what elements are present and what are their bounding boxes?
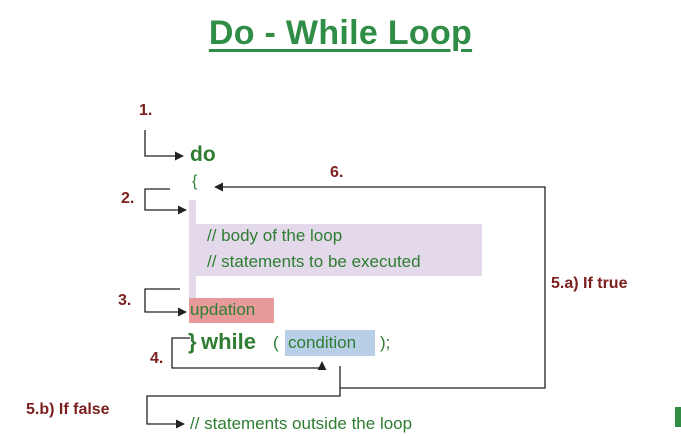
body-highlight-bottom — [189, 276, 196, 298]
diagram-title: Do - While Loop — [208, 14, 473, 52]
code-updation: updation — [190, 300, 256, 319]
updation-highlight — [189, 298, 274, 323]
code-statements-comment: // statements to be executed — [207, 252, 421, 271]
step-6-label: 6. — [330, 164, 344, 181]
arrow-step-2 — [144, 188, 187, 215]
code-outside-comment: // statements outside the loop — [190, 414, 413, 433]
step-4-label: 4. — [150, 350, 164, 367]
code-do-keyword: do — [190, 143, 216, 166]
body-highlight-top — [189, 200, 196, 224]
arrow-step-4 — [171, 337, 327, 371]
step-5a-label: 5.a) If true — [551, 275, 628, 292]
arrow-step-1 — [144, 130, 184, 161]
code-condition: condition — [288, 333, 357, 352]
arrow-step-6-loop — [214, 182, 546, 389]
code-paren-open: ( — [273, 333, 279, 352]
arrow-step-3 — [144, 288, 187, 317]
step-3-label: 3. — [118, 292, 132, 309]
condition-highlight — [285, 330, 375, 356]
code-close-brace: } — [188, 329, 197, 354]
step-2-label: 2. — [121, 190, 135, 207]
code-paren-close: ); — [380, 333, 391, 352]
code-body-comment: // body of the loop — [207, 226, 343, 245]
step-1-label: 1. — [139, 102, 153, 119]
code-open-brace: { — [192, 173, 198, 190]
body-highlight-main — [189, 224, 482, 276]
step-5b-label: 5.b) If false — [26, 401, 110, 418]
code-while-keyword: while — [201, 329, 257, 354]
arrow-step-5b-exit — [146, 388, 341, 429]
logo-fragment — [675, 407, 681, 427]
